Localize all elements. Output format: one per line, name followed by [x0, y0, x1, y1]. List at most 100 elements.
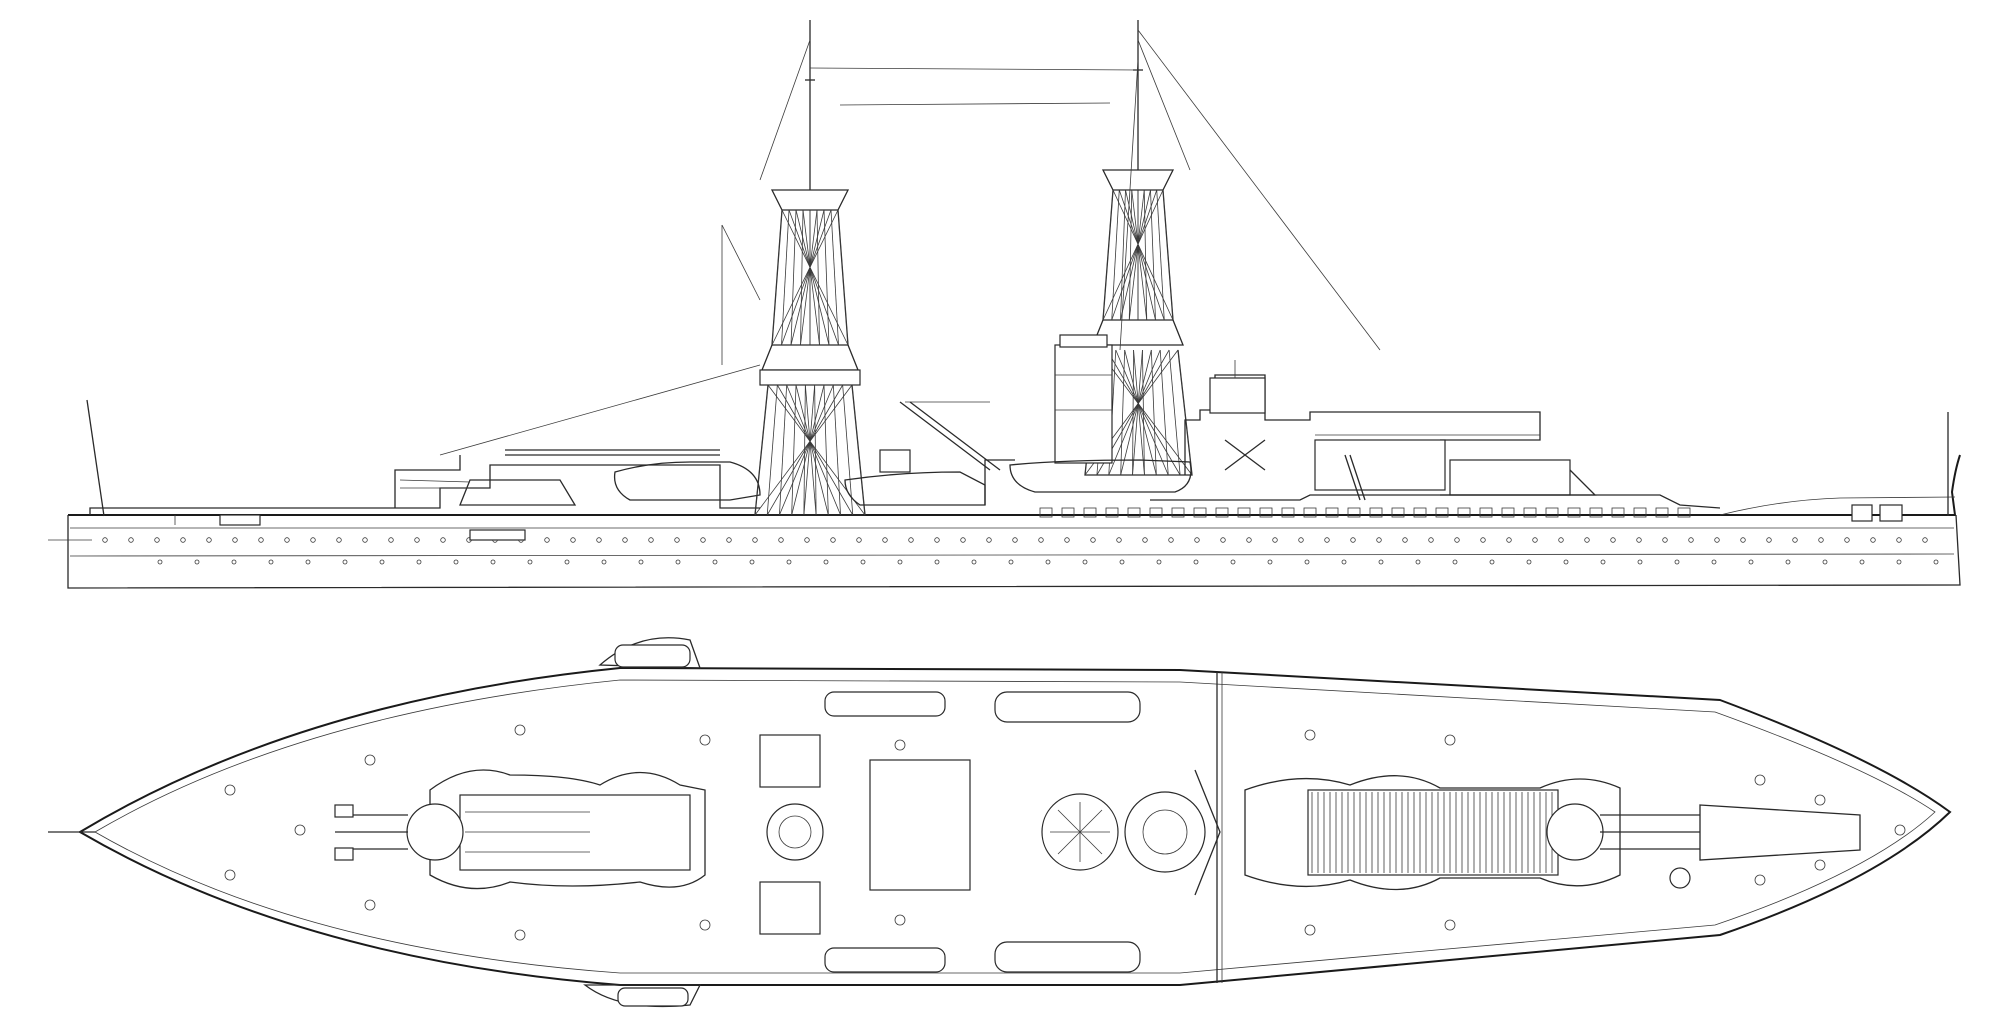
mast-lattice-strut: [1133, 349, 1145, 476]
mast-lattice-strut: [814, 384, 817, 516]
porthole: [638, 559, 644, 565]
midship-boats: [844, 401, 1192, 506]
porthole: [1012, 537, 1018, 543]
deck-fitting: [894, 739, 906, 751]
porthole: [1304, 559, 1310, 565]
mast-lattice-strut: [1131, 189, 1148, 321]
porthole: [1454, 537, 1460, 543]
mast-lattice-strut: [802, 209, 820, 346]
deck-fitting: [1039, 507, 1053, 518]
mast-lattice-strut: [779, 384, 788, 516]
mast-lattice-strut: [1111, 189, 1158, 321]
porthole: [622, 537, 628, 543]
deck-fitting: [1633, 507, 1647, 518]
plan-hull: [48, 666, 1952, 986]
deck-plan-view: [48, 637, 1952, 1008]
porthole: [231, 559, 237, 565]
mast-lattice-strut: [771, 209, 783, 346]
deck-fitting: [1545, 507, 1559, 518]
mast-lattice-strut: [837, 209, 849, 346]
porthole: [882, 537, 888, 543]
deck-fitting: [1894, 824, 1906, 836]
deck-fitting: [1501, 507, 1515, 518]
mast-lattice-strut: [830, 209, 839, 346]
deck-fitting: [1061, 507, 1075, 518]
porthole: [596, 537, 602, 543]
mast-lattice-strut: [795, 384, 829, 516]
deck-fitting: [1369, 507, 1383, 518]
porthole: [860, 559, 866, 565]
porthole: [712, 559, 718, 565]
mast-lattice-strut: [1118, 189, 1165, 321]
porthole: [1142, 537, 1148, 543]
stern-guns: [1851, 504, 1903, 522]
side-profile-view: [48, 20, 1961, 589]
porthole: [830, 537, 836, 543]
porthole: [1168, 537, 1174, 543]
mast-lattice-strut: [766, 384, 778, 516]
porthole: [1818, 537, 1824, 543]
aft-turret-group: [1244, 775, 1861, 891]
mast-lattice-strut: [1108, 349, 1161, 476]
porthole: [527, 559, 533, 565]
porthole: [786, 559, 792, 565]
deck-fitting: [1567, 507, 1581, 518]
fore-turret-group: [334, 769, 706, 890]
deck-fitting: [1655, 507, 1669, 518]
deck-fitting: [224, 784, 236, 796]
porthole: [1563, 559, 1569, 565]
mast-lattice-strut: [1124, 349, 1157, 476]
porthole: [1008, 559, 1014, 565]
porthole: [1748, 559, 1754, 565]
plan-funnel-and-masts: [1041, 769, 1221, 896]
porthole: [1688, 537, 1694, 543]
porthole: [1785, 559, 1791, 565]
deck-fitting: [1193, 507, 1207, 518]
deck-fitting: [1523, 507, 1537, 518]
porthole: [379, 559, 385, 565]
porthole: [1896, 537, 1902, 543]
mast-lattice-strut: [1120, 189, 1126, 321]
mast-lattice-strut: [1102, 189, 1164, 321]
porthole: [154, 537, 160, 543]
porthole: [1711, 559, 1717, 565]
mast-lattice-strut: [1150, 189, 1156, 321]
porthole: [986, 537, 992, 543]
porthole: [726, 537, 732, 543]
porthole: [960, 537, 966, 543]
porthole: [1194, 537, 1200, 543]
porthole: [258, 537, 264, 543]
porthole: [1230, 559, 1236, 565]
porthole: [305, 559, 311, 565]
porthole: [1558, 537, 1564, 543]
mast-lattice-strut: [1168, 349, 1181, 476]
porthole: [1526, 559, 1532, 565]
deck-fitting: [1171, 507, 1185, 518]
porthole: [1896, 559, 1902, 565]
porthole: [157, 559, 163, 565]
porthole: [1090, 537, 1096, 543]
porthole: [1674, 559, 1680, 565]
mast-lattice-strut: [800, 209, 804, 346]
mast-lattice-strut: [1177, 349, 1193, 476]
mast-lattice-strut: [832, 384, 841, 516]
porthole: [1156, 559, 1162, 565]
mast-lattice-strut: [781, 209, 790, 346]
mast-lattice-strut: [1150, 349, 1157, 476]
porthole: [232, 537, 238, 543]
deck-fitting: [1754, 774, 1766, 786]
aft-superstructure: [1150, 360, 1721, 509]
mast-lattice-strut: [1128, 189, 1145, 321]
porthole: [934, 559, 940, 565]
deck-fitting: [1215, 507, 1229, 518]
profile-hull: [67, 454, 1961, 589]
porthole: [414, 537, 420, 543]
deck-fitting: [1479, 507, 1493, 518]
deck-fitting: [1814, 859, 1826, 871]
mast-lattice-strut: [1120, 349, 1126, 476]
porthole: [362, 537, 368, 543]
mast-lattice-strut: [1132, 349, 1143, 476]
porthole: [1740, 537, 1746, 543]
deck-fitting: [1105, 507, 1119, 518]
